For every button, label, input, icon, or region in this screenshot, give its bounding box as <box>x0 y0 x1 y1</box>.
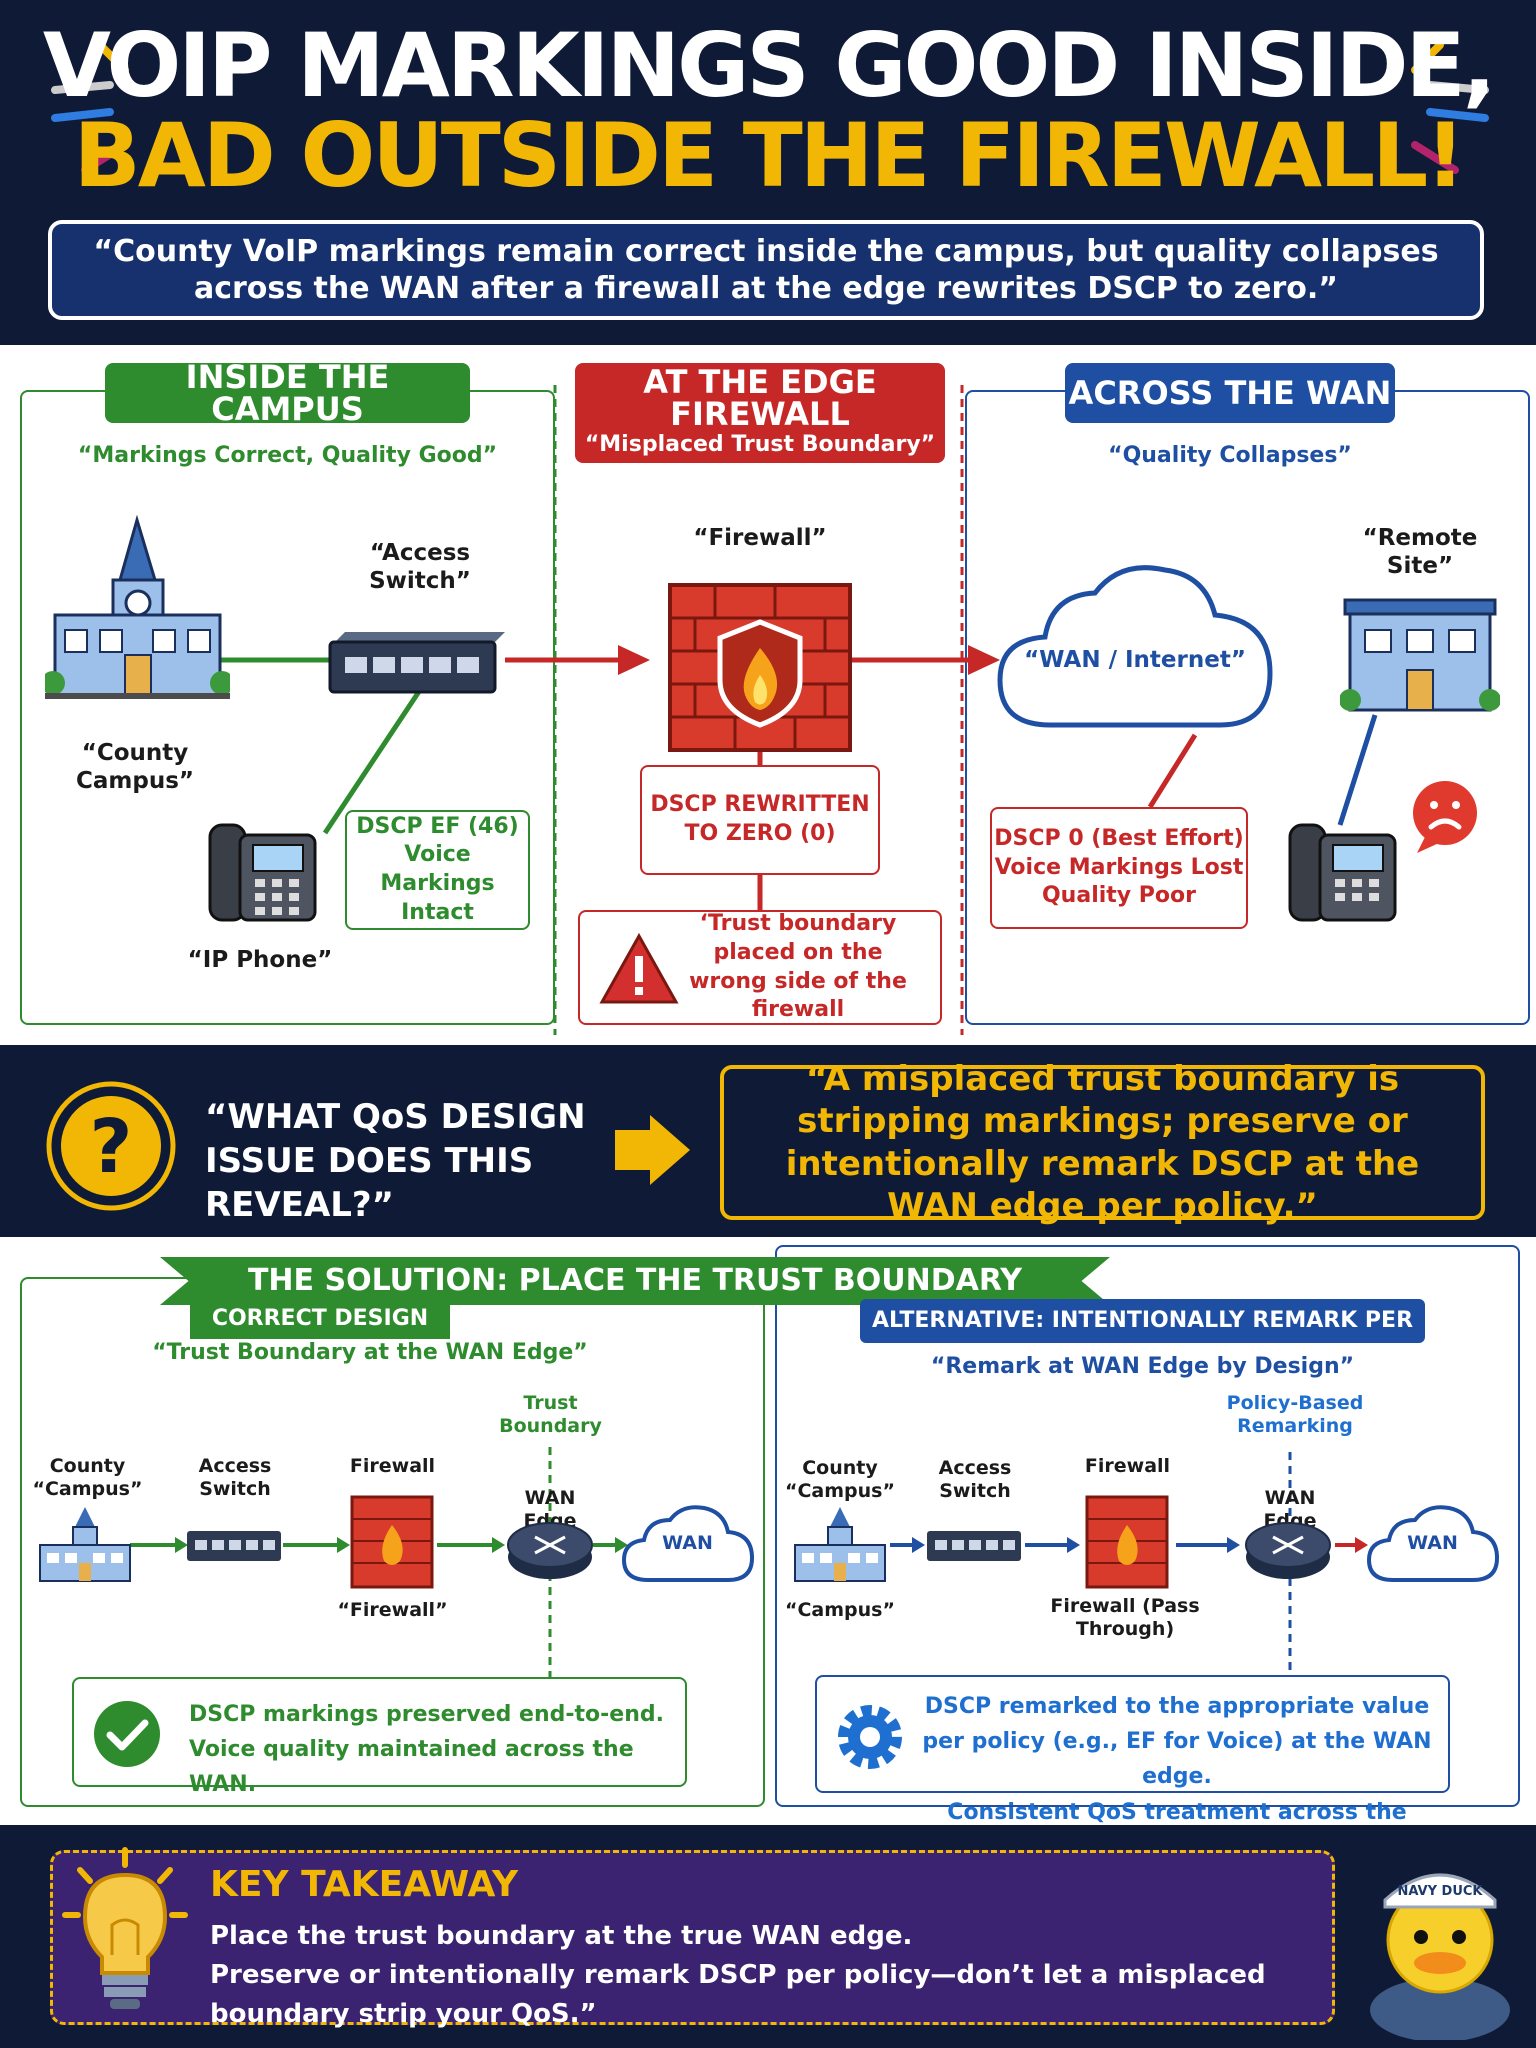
question-icon: ? <box>46 1081 176 1211</box>
small-wan-cloud-icon <box>621 1505 755 1582</box>
campus-building-icon <box>45 515 230 699</box>
correct-result-text: DSCP markings preserved end-to-end. Voic… <box>189 1702 664 1798</box>
alt-campus-label: County “Campus” <box>785 1457 895 1502</box>
page-title-line1: VOIP MARKINGS GOOD INSIDE, <box>42 14 1496 117</box>
mascot-cap-text: NAVY DUCK <box>1397 1884 1483 1899</box>
edge-heading-sub: “Misplaced Trust Boundary” <box>584 431 936 457</box>
scenario-quote: “County VoIP markings remain correct ins… <box>48 220 1484 320</box>
trust-boundary-label: Trust Boundary <box>499 1392 602 1437</box>
navy-duck-mascot-icon: NAVY DUCK <box>1370 1873 1510 2040</box>
problem-diagram-lines <box>220 385 1378 1035</box>
arrow-right-icon <box>615 1115 690 1185</box>
correct-design-subtitle: “Trust Boundary at the WAN Edge” <box>152 1340 588 1365</box>
correct-result-box: DSCP markings preserved end-to-end. Voic… <box>72 1677 687 1797</box>
warning-icon <box>599 932 679 1004</box>
alt-small-switch-icon <box>927 1531 1021 1561</box>
access-switch-label: “Access Switch” <box>369 540 471 594</box>
alt-small-campus-icon <box>794 1507 886 1582</box>
takeaway-band: KEY TAKEAWAY Place the trust boundary at… <box>0 1825 1536 2048</box>
firewall-label: “Firewall” <box>693 525 827 551</box>
takeaway-heading: KEY TAKEAWAY <box>210 1864 519 1905</box>
campus-subtitle: “Markings Correct, Quality Good” <box>77 443 498 468</box>
alt-router-icon <box>1245 1522 1331 1579</box>
sparkle-right-icon <box>1411 41 1489 174</box>
wan-cloud-icon <box>997 565 1273 728</box>
edge-heading-pill: AT THE EDGE FIREWALL “Misplaced Trust Bo… <box>575 363 945 463</box>
answer-box: “A misplaced trust boundary is stripping… <box>720 1059 1485 1226</box>
takeaway-box <box>50 1850 1335 2025</box>
alt-campus-caption: “Campus” <box>785 1599 895 1621</box>
ip-phone-icon <box>208 823 317 922</box>
correct-wan-label: WAN <box>662 1532 713 1554</box>
marking-intact-box: DSCP EF (46) Voice Markings Intact <box>345 810 530 930</box>
markings-lost-box: DSCP 0 (Best Effort) Voice Markings Lost… <box>990 807 1248 929</box>
alt-wan-label: WAN <box>1407 1532 1458 1554</box>
campus-label: “County Campus” <box>75 740 194 794</box>
page-title-line2: BAD OUTSIDE THE FIREWALL! <box>73 104 1466 207</box>
alternative-heading: ALTERNATIVE: INTENTIONALLY REMARK PER PO… <box>860 1299 1425 1377</box>
question-band: ? “WHAT QoS DESIGN ISSUE DOES THIS REVEA… <box>0 1045 1536 1237</box>
alternative-subtitle: “Remark at WAN Edge by Design” <box>930 1354 1355 1379</box>
switch-icon <box>328 632 505 694</box>
question-text: “WHAT QoS DESIGN ISSUE DOES THIS REVEAL?… <box>205 1097 586 1226</box>
svg-text:?: ? <box>90 1104 133 1190</box>
router-icon <box>507 1522 593 1579</box>
gear-icon <box>838 1705 902 1769</box>
trust-warning-text: ‘Trust boundary placed on the wrong side… <box>689 911 907 1023</box>
alt-result-box: DSCP remarked to the appropriate value p… <box>815 1675 1450 1860</box>
sparkle-left-icon <box>51 41 129 174</box>
correct-switch-label: Access Switch <box>198 1455 272 1500</box>
ip-phone-label: “IP Phone” <box>187 947 333 973</box>
dscp-rewritten-box: DSCP REWRITTEN TO ZERO (0) <box>640 765 880 875</box>
wan-cloud-label: “WAN / Internet” <box>1024 647 1246 673</box>
alt-small-wan-cloud-icon <box>1366 1505 1500 1582</box>
problem-panel: INSIDE THE CAMPUS “Markings Correct, Qua… <box>0 345 1536 1045</box>
correct-design-heading: CORRECT DESIGN <box>190 1299 450 1339</box>
edge-heading: AT THE EDGE FIREWALL <box>643 362 877 433</box>
remote-phone-icon <box>1288 823 1397 922</box>
trust-warning-box: ‘Trust boundary placed on the wrong side… <box>578 910 942 1025</box>
remote-site-label: “Remote Site” <box>1362 525 1478 579</box>
takeaway-text: Place the trust boundary at the true WAN… <box>210 1921 1266 2029</box>
correct-firewall-caption: “Firewall” <box>337 1599 448 1621</box>
campus-heading: INSIDE THE CAMPUS <box>105 361 470 425</box>
solution-banner: THE SOLUTION: PLACE THE TRUST BOUNDARY C… <box>160 1257 1110 1305</box>
alt-firewall-caption: Firewall (Pass Through) <box>1050 1595 1200 1640</box>
sad-face-icon <box>1413 781 1477 853</box>
solution-panel: THE SOLUTION: PLACE THE TRUST BOUNDARY C… <box>0 1237 1536 1860</box>
header: VOIP MARKINGS GOOD INSIDE, BAD OUTSIDE T… <box>0 0 1536 340</box>
lightbulb-icon <box>62 1847 188 2009</box>
correct-firewall-label: Firewall <box>349 1455 436 1477</box>
policy-remarking-label: Policy-Based Remarking <box>1226 1392 1364 1437</box>
small-campus-icon <box>39 1507 131 1582</box>
alt-switch-label: Access Switch <box>938 1457 1012 1502</box>
alternative-column <box>775 1245 1520 1807</box>
small-firewall-icon <box>350 1495 434 1589</box>
alt-small-firewall-icon <box>1085 1495 1169 1589</box>
check-circle-icon <box>94 1701 160 1767</box>
remote-site-icon <box>1340 598 1500 712</box>
correct-campus-label: County “Campus” <box>32 1455 143 1500</box>
small-switch-icon <box>187 1531 281 1561</box>
alt-result-text: DSCP remarked to the appropriate value p… <box>922 1694 1432 1860</box>
alt-firewall-label: Firewall <box>1084 1455 1171 1477</box>
wan-subtitle: “Quality Collapses” <box>1108 443 1352 468</box>
firewall-icon <box>668 583 852 752</box>
wan-heading: ACROSS THE WAN <box>1065 363 1395 423</box>
